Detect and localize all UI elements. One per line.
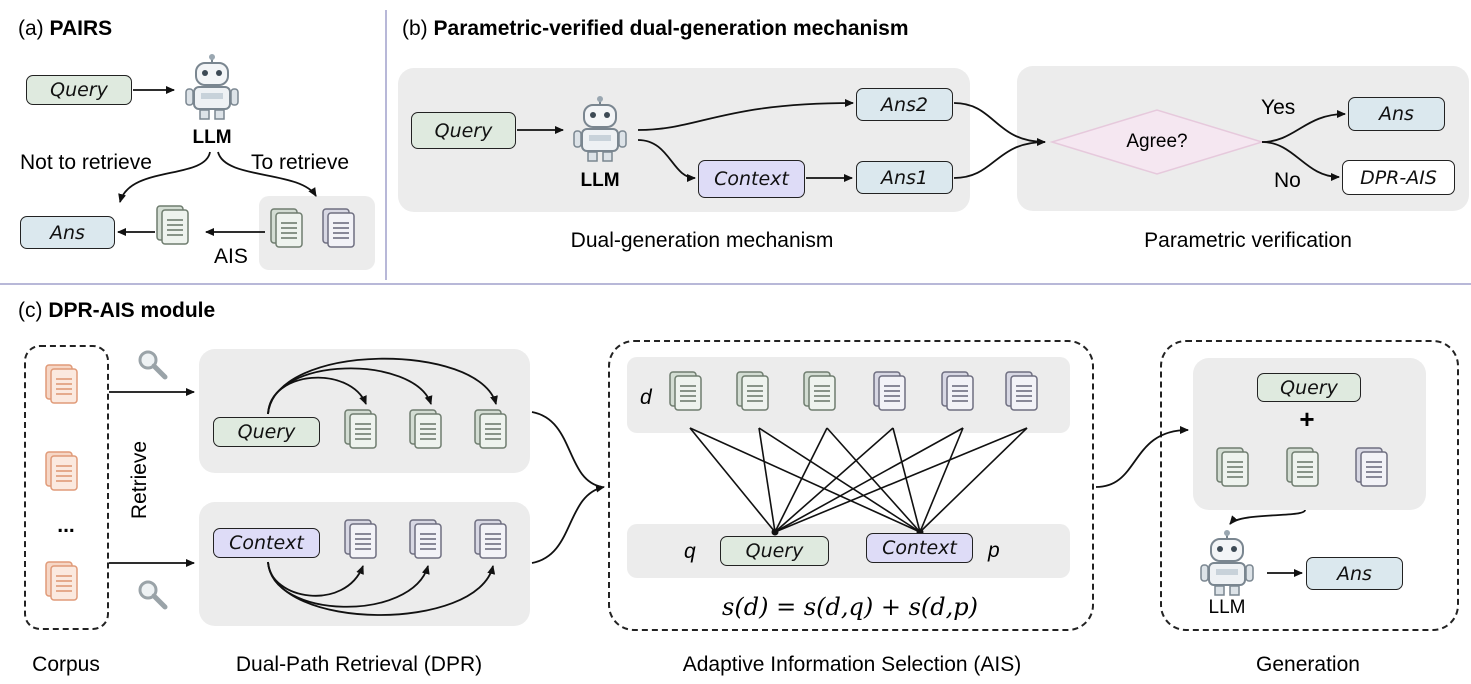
divider-vertical	[385, 10, 387, 280]
caption-generation: Generation	[1256, 653, 1360, 676]
document-icon-dpr-q3	[474, 409, 507, 449]
document-icon-dpr-q2	[409, 409, 442, 449]
corpus-container	[24, 345, 109, 630]
a-llm-label: LLM	[192, 127, 232, 148]
document-icon-ais-2	[736, 371, 769, 411]
b-query-box: Query	[411, 112, 516, 149]
a-ais-label: AIS	[214, 245, 248, 268]
document-icon-gen-2	[1286, 447, 1319, 487]
ais-query-box: Query	[720, 536, 829, 566]
ais-q-label: q	[684, 540, 696, 563]
robot-icon-c	[1200, 529, 1254, 596]
panel-b-heading: (b) Parametric-verified dual-generation …	[402, 17, 909, 41]
dpr-query-box: Query	[213, 417, 320, 447]
b-context-box: Context	[698, 160, 805, 198]
b-caption-right: Parametric verification	[1144, 229, 1352, 252]
document-icon-corpus-2	[45, 451, 78, 491]
document-icon-ais-4	[873, 371, 906, 411]
b-ans-box: Ans	[1348, 97, 1445, 131]
document-icon-dpr-c1	[344, 519, 377, 559]
ais-formula: s(d) = s(d,q) + s(d,p)	[722, 593, 978, 621]
search-icon-1	[140, 352, 165, 377]
caption-dpr: Dual-Path Retrieval (DPR)	[235, 653, 483, 676]
document-icon-ais-3	[803, 371, 836, 411]
document-icon-ais-1	[669, 371, 702, 411]
panel-b-title: Parametric-verified dual-generation mech…	[433, 17, 909, 40]
b-dpr-ais-box: DPR-AIS	[1342, 160, 1455, 195]
panel-a-heading: (a) PAIRS	[18, 17, 112, 41]
gen-llm-label: LLM	[1208, 597, 1246, 618]
a-not-retrieve-label: Not to retrieve	[20, 151, 152, 174]
ais-score-lines	[689, 427, 1028, 533]
generation-container	[1160, 340, 1459, 631]
b-caption-left: Dual-generation mechanism	[570, 229, 834, 252]
robot-icon-b	[573, 95, 627, 162]
panel-c-heading: (c) DPR-AIS module	[18, 299, 215, 323]
caption-corpus: Corpus	[32, 653, 100, 676]
document-icon-a3	[322, 208, 355, 248]
document-icon-dpr-c3	[474, 519, 507, 559]
a-query-box: Query	[26, 75, 132, 105]
document-icon-dpr-c2	[409, 519, 442, 559]
b-agree-label: Agree?	[1126, 131, 1188, 152]
document-icon-ais-6	[1005, 371, 1038, 411]
a-ans-box: Ans	[20, 216, 115, 249]
b-no-label: No	[1274, 169, 1301, 192]
corpus-ellipsis: ...	[57, 514, 75, 537]
document-icon-gen-1	[1216, 447, 1249, 487]
a-to-retrieve-label: To retrieve	[251, 151, 350, 174]
ais-container	[608, 340, 1094, 631]
ais-query-panel	[627, 524, 1070, 578]
document-icon-corpus-3	[45, 561, 78, 601]
b-ans2-box: Ans2	[856, 88, 953, 121]
document-icon-gen-3	[1355, 447, 1388, 487]
retrieve-label: Retrieve	[128, 440, 151, 520]
b-ans1-box: Ans1	[856, 161, 953, 194]
ais-d-label: d	[640, 386, 652, 409]
b-yes-label: Yes	[1261, 96, 1296, 119]
document-icon-a1	[156, 205, 189, 245]
ais-p-label: p	[988, 539, 1000, 562]
document-icon-a2	[270, 208, 303, 248]
caption-ais: Adaptive Information Selection (AIS)	[682, 653, 1022, 676]
panel-a-tag: (a)	[18, 17, 44, 40]
gen-ans-box: Ans	[1306, 557, 1403, 590]
dpr-context-box: Context	[213, 528, 320, 558]
divider-horizontal	[0, 283, 1471, 285]
robot-icon-a	[185, 53, 239, 120]
gen-query-box: Query	[1257, 373, 1361, 402]
document-icon-dpr-q1	[344, 409, 377, 449]
b-llm-label: LLM	[580, 170, 620, 191]
document-icon-ais-5	[941, 371, 974, 411]
document-icon-corpus-1	[45, 364, 78, 404]
search-icon-2	[140, 582, 165, 607]
panel-c-title: DPR-AIS module	[48, 299, 216, 322]
panel-b-tag: (b)	[402, 17, 428, 40]
ais-context-box: Context	[866, 533, 973, 563]
panel-c-tag: (c)	[18, 299, 43, 322]
panel-a-title: PAIRS	[49, 17, 113, 40]
gen-plus: +	[1299, 404, 1315, 434]
